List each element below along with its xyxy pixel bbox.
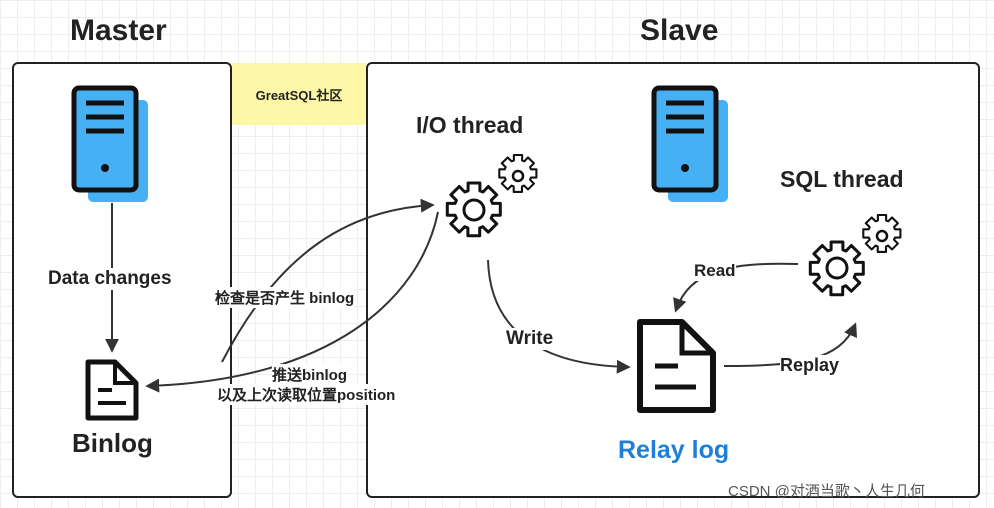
- check-binlog-arrow: [221, 198, 435, 363]
- write-arrow: [487, 259, 631, 374]
- io-thread-label: I/O thread: [416, 112, 524, 138]
- slave-title: Slave: [640, 14, 719, 47]
- read-label: Read: [694, 261, 736, 281]
- sticky-note: GreatSQL社区: [232, 63, 366, 125]
- replay-label: Replay: [780, 355, 840, 376]
- binlog-label: Binlog: [72, 428, 153, 458]
- sql-thread-gear-icon: [808, 213, 902, 297]
- push-binlog-label-line1: 推送binlog: [272, 364, 347, 385]
- relay-log-label: Relay log: [618, 436, 730, 464]
- data-changes-label: Data changes: [48, 268, 172, 290]
- master-title: Master: [70, 14, 167, 47]
- io-thread-gear-icon: [445, 153, 538, 238]
- slave-server-icon: [651, 85, 728, 202]
- sql-thread-label: SQL thread: [780, 166, 904, 192]
- push-binlog-arrow: [145, 211, 439, 393]
- push-binlog-label-line2: 以及上次读取位置position: [217, 384, 396, 405]
- binlog-document-icon: [85, 359, 139, 421]
- master-server-icon: [71, 85, 148, 202]
- check-binlog-label: 检查是否产生 binlog: [215, 287, 355, 308]
- watermark: CSDN @对酒当歌丶人生几何: [728, 483, 925, 500]
- write-label: Write: [506, 328, 554, 350]
- relay-log-document-icon: [637, 319, 716, 413]
